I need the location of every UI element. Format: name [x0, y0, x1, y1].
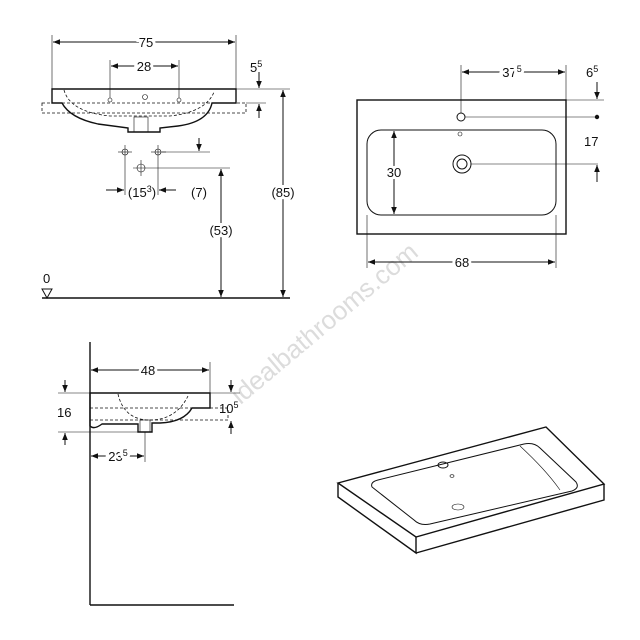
- iso-waste: [451, 503, 465, 511]
- top-basin-outline: [356, 99, 567, 235]
- dim-height-53: (53): [209, 223, 232, 238]
- floor-level-0: 0: [43, 271, 50, 286]
- dim-side-rim-105: 105: [219, 400, 238, 416]
- top-overflow: [457, 131, 463, 137]
- dim-bowl-width-68: 68: [455, 255, 469, 270]
- side-basin-outline: [89, 392, 211, 433]
- top-waste-outer: [452, 154, 472, 174]
- front-view: 75 28 55 (85) (7) (: [41, 32, 298, 300]
- top-tap-marker: [594, 114, 600, 120]
- dim-side-waste-235: 235: [108, 448, 127, 464]
- iso-right-face: [415, 484, 605, 554]
- side-view: 48 16 105 235: [57, 342, 240, 606]
- front-bowl-hidden: [63, 89, 215, 117]
- front-tap-hole: [142, 94, 148, 100]
- waste-fitting-b: [154, 148, 162, 156]
- waste-fitting-c: [136, 163, 146, 173]
- top-bowl-outline: [366, 129, 557, 216]
- dim-tap-depth-17: 17: [584, 134, 598, 149]
- front-hole-left: [107, 97, 113, 103]
- iso-bowl: [371, 443, 578, 525]
- top-waste-inner: [456, 158, 468, 170]
- dim-offset-153: (153): [128, 184, 156, 200]
- front-hole-right: [176, 97, 182, 103]
- side-waste: [139, 419, 151, 433]
- iso-tap-hole: [437, 461, 449, 469]
- dim-side-depth-48: 48: [141, 363, 155, 378]
- iso-view: [336, 426, 606, 555]
- dim-side-height-16: 16: [57, 405, 71, 420]
- iso-bowl-inner: [519, 445, 561, 491]
- front-cabinet-hidden: [41, 102, 247, 114]
- floor-marker: [41, 288, 53, 300]
- front-waste: [133, 116, 149, 133]
- dim-width-75: 75: [139, 35, 153, 50]
- waste-fitting-a: [121, 148, 129, 156]
- side-cabinet-hidden: [89, 407, 229, 421]
- dim-tap-375: 375: [502, 64, 521, 80]
- front-basin-outline: [51, 88, 237, 133]
- side-bowl-hidden: [117, 393, 189, 421]
- dim-bowl-depth-30: 30: [387, 165, 401, 180]
- top-tap-hole: [456, 112, 466, 122]
- dim-edge-65: 65: [586, 64, 598, 80]
- iso-overflow: [449, 474, 455, 478]
- top-view: 375 65 17 30 68: [356, 61, 604, 273]
- dim-height-85: (85): [271, 185, 294, 200]
- iso-top-face: [336, 426, 606, 538]
- dim-depth-7: (7): [191, 185, 207, 200]
- iso-front-face: [337, 483, 417, 555]
- dim-holes-28: 28: [137, 59, 151, 74]
- dim-rim-55: 55: [250, 59, 262, 75]
